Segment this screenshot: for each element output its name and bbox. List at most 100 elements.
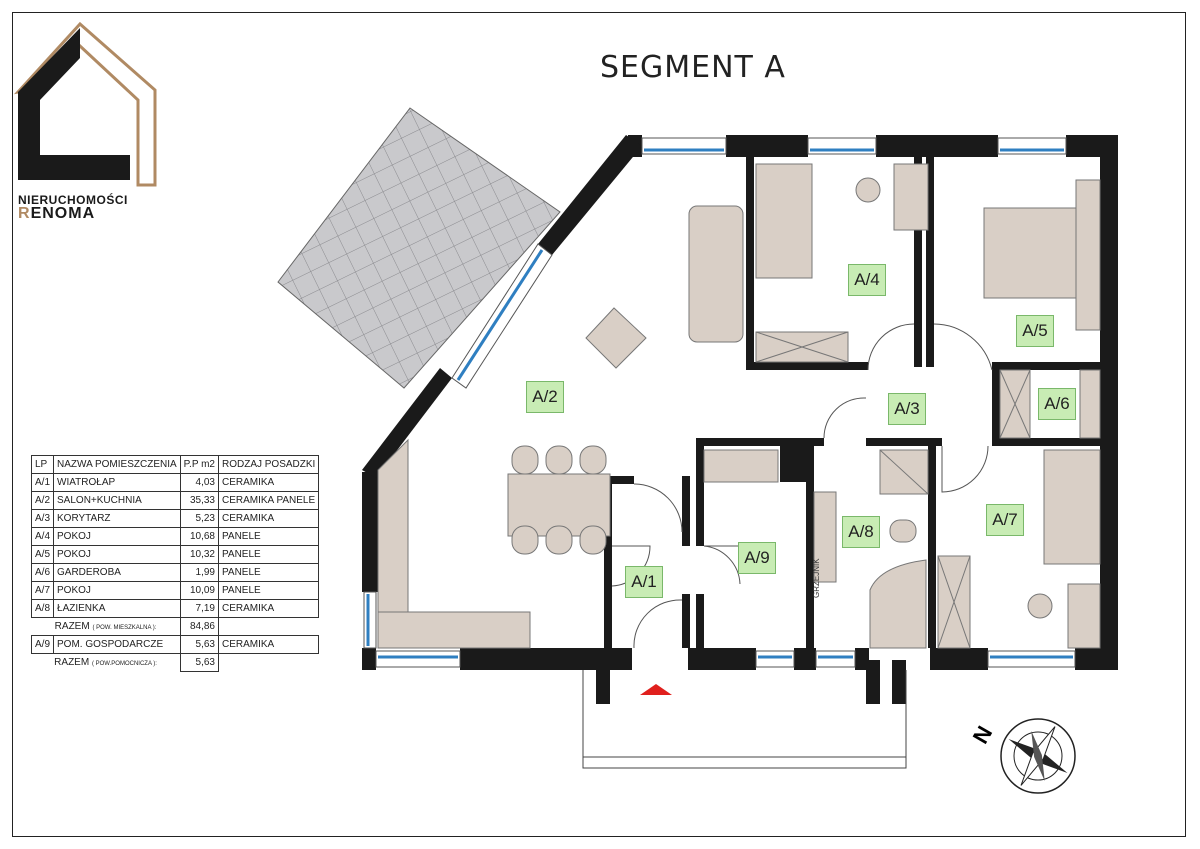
room-label-a4: A/4 bbox=[848, 264, 886, 296]
bed-a7 bbox=[1043, 449, 1101, 565]
total-value: 84,86 bbox=[179, 617, 219, 636]
total2-value: 5,63 bbox=[179, 653, 219, 672]
cell-floor: CERAMIKA bbox=[217, 599, 320, 618]
armchair bbox=[585, 307, 647, 369]
cell-area: 10,09 bbox=[179, 581, 219, 600]
sofa bbox=[688, 205, 744, 343]
entrance-porch bbox=[582, 670, 907, 769]
room-label-a9: A/9 bbox=[738, 542, 776, 574]
cell-area: 4,03 bbox=[179, 473, 219, 492]
radiator-label: GRZEJNIK bbox=[812, 558, 821, 598]
logo bbox=[13, 14, 158, 228]
cell-floor: PANELE bbox=[217, 527, 320, 546]
total2-label-cell: RAZEM ( POW.POMOCNICZA ): bbox=[31, 653, 181, 672]
cell-name: KORYTARZ bbox=[53, 509, 181, 528]
cell-floor: CERAMIKA bbox=[217, 509, 320, 528]
logo-text-rest: ENOMA bbox=[30, 205, 96, 222]
wardrobe-cross-lines bbox=[755, 331, 1031, 649]
exterior-walls bbox=[362, 135, 1118, 704]
toilet bbox=[889, 519, 917, 543]
cell-name: ŁAZIENKA bbox=[53, 599, 181, 618]
dresser-a5 bbox=[1075, 179, 1101, 331]
cell-area: 5,23 bbox=[179, 509, 219, 528]
logo-text-line1: NIERUCHOMOŚCI bbox=[18, 193, 128, 207]
wardrobe-a6b bbox=[1079, 369, 1101, 439]
kitchen-counter-bottom bbox=[377, 611, 531, 649]
terrace bbox=[277, 107, 561, 389]
cell-lp: A/6 bbox=[30, 563, 55, 582]
header-lp: LP bbox=[30, 455, 55, 474]
cell-lp: A/3 bbox=[30, 509, 55, 528]
cell-area: 10,32 bbox=[179, 545, 219, 564]
header-name: NAZWA POMIESZCZENIA bbox=[53, 455, 181, 474]
total2-sublabel: ( POW.POMOCNICZA ): bbox=[91, 661, 157, 668]
kitchen-counter bbox=[377, 438, 409, 613]
desk-a4 bbox=[893, 163, 929, 231]
page-frame bbox=[12, 12, 1186, 837]
logo-text-line2: RENOMA bbox=[18, 205, 95, 223]
table-header-row: LP NAZWA POMIESZCZENIA P.P m2 RODZAJ POS… bbox=[30, 455, 320, 474]
total-sublabel: ( POW. MIESZKALNA ): bbox=[92, 625, 157, 631]
total2-label: RAZEM bbox=[54, 657, 90, 669]
cell-floor: CERAMIKA bbox=[217, 635, 320, 654]
total-label-cell: RAZEM ( POW. MIESZKALNA ): bbox=[31, 617, 181, 636]
room-label-a6: A/6 bbox=[1038, 388, 1076, 420]
room-label-a3: A/3 bbox=[888, 393, 926, 425]
table-total-row: RAZEM ( POW.POMOCNICZA ): 5,63 bbox=[31, 653, 319, 672]
header-area: P.P m2 bbox=[179, 455, 219, 474]
cell-name: GARDEROBA bbox=[53, 563, 181, 582]
interior-walls bbox=[604, 157, 1100, 648]
cell-name: POKOJ bbox=[53, 545, 181, 564]
chair-a7 bbox=[1027, 593, 1053, 619]
room-label-a2: A/2 bbox=[526, 381, 564, 413]
cell-lp: A/2 bbox=[30, 491, 55, 510]
cell-floor: CERAMIKA PANELE bbox=[217, 491, 320, 510]
room-label-a5: A/5 bbox=[1016, 315, 1054, 347]
cell-area: 10,68 bbox=[179, 527, 219, 546]
cell-lp: A/9 bbox=[30, 635, 55, 654]
segment-title: SEGMENT A bbox=[600, 50, 786, 85]
cell-area: 5,63 bbox=[179, 635, 219, 654]
room-label-a1: A/1 bbox=[625, 566, 663, 598]
washbasins bbox=[813, 491, 837, 583]
bed-a4 bbox=[755, 163, 813, 279]
cell-lp: A/4 bbox=[30, 527, 55, 546]
cell-area: 7,19 bbox=[179, 599, 219, 618]
cell-lp: A/8 bbox=[30, 599, 55, 618]
room-label-a8: A/8 bbox=[842, 516, 880, 548]
total-label: RAZEM bbox=[54, 621, 90, 632]
cell-lp: A/7 bbox=[30, 581, 55, 600]
cell-floor: PANELE bbox=[217, 545, 320, 564]
cell-floor: PANELE bbox=[217, 581, 320, 600]
window-glass bbox=[366, 148, 1073, 659]
compass-rose bbox=[1000, 718, 1076, 794]
room-schedule-table: LP NAZWA POMIESZCZENIA P.P m2 RODZAJ POS… bbox=[30, 455, 320, 672]
cell-name: SALON+KUCHNIA bbox=[53, 491, 181, 510]
cell-name: WIATROŁAP bbox=[53, 473, 181, 492]
cell-lp: A/1 bbox=[30, 473, 55, 492]
logo-accent-letter: R bbox=[18, 205, 31, 222]
entrance-arrow bbox=[640, 684, 672, 695]
chair-a4 bbox=[855, 177, 881, 203]
header-floor: RODZAJ POSADZKI bbox=[217, 455, 320, 474]
bathtub bbox=[869, 559, 927, 649]
cell-name: POKOJ bbox=[53, 527, 181, 546]
cell-lp: A/5 bbox=[30, 545, 55, 564]
empty-cell bbox=[218, 654, 318, 672]
cell-floor: CERAMIKA bbox=[217, 473, 320, 492]
cell-area: 35,33 bbox=[179, 491, 219, 510]
room-label-a7: A/7 bbox=[986, 504, 1024, 536]
cell-name: POKOJ bbox=[53, 581, 181, 600]
cell-name: POM. GOSPODARCZE bbox=[53, 635, 181, 654]
table-total-row: RAZEM ( POW. MIESZKALNA ): 84,86 bbox=[31, 617, 319, 636]
desk-a7 bbox=[1067, 583, 1101, 649]
